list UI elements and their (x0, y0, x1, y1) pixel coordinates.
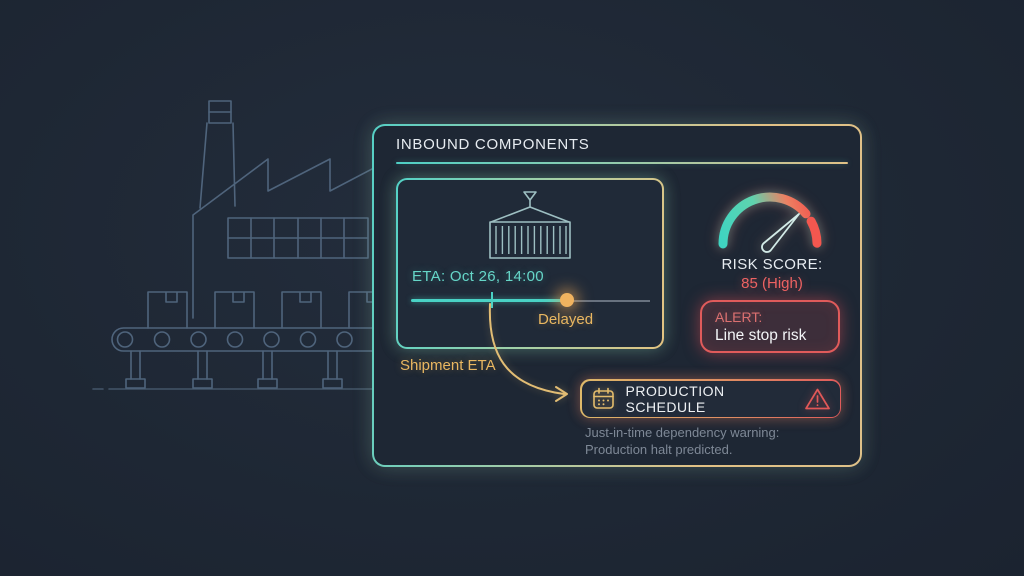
warning-triangle-icon (804, 388, 830, 409)
risk-score-block: RISK SCORE: 85 (High) (692, 255, 852, 293)
risk-score-value: 85 (High) (741, 275, 803, 292)
alert-heading: ALERT: (715, 309, 763, 325)
conveyor-belt (111, 327, 396, 352)
calendar-icon (592, 387, 614, 409)
panel-title: INBOUND COMPONENTS (396, 136, 590, 153)
gauge-arc-high-segment (806, 216, 822, 248)
production-schedule-button[interactable]: PRODUCTION SCHEDULE (580, 379, 841, 418)
gauge-needle (761, 213, 800, 253)
timeline-remaining-track (572, 299, 650, 302)
factory-roof (192, 158, 392, 319)
dependency-warning-note: Just-in-time dependency warning: Product… (585, 424, 779, 458)
risk-gauge (718, 192, 822, 253)
shipment-card-body: ETA: Oct 26, 14:00 Delayed (398, 180, 662, 347)
shipment-eta-caption: Shipment ETA (400, 357, 496, 374)
risk-score-label: RISK SCORE: (721, 256, 823, 273)
production-schedule-label: PRODUCTION SCHEDULE (625, 382, 725, 415)
production-schedule-body: PRODUCTION SCHEDULE (581, 380, 840, 417)
conveyor-legs (125, 350, 343, 389)
timeline-original-eta-tick (491, 292, 493, 308)
conveyor-boxes (147, 291, 389, 329)
dependency-warning-line2: Production halt predicted. (585, 442, 733, 457)
shipment-eta-text: ETA: Oct 26, 14:00 (412, 268, 544, 285)
panel-body: INBOUND COMPONENTS ETA: Oct 26, 14:00 (374, 126, 860, 465)
delayed-status-label: Delayed (538, 311, 594, 328)
timeline-delay-marker[interactable] (560, 293, 574, 307)
window-grid (227, 217, 369, 259)
dependency-arrow (488, 303, 568, 402)
shipping-container-icon (489, 191, 571, 259)
chimney (199, 100, 236, 209)
inbound-components-panel: INBOUND COMPONENTS ETA: Oct 26, 14:00 (372, 124, 862, 467)
gauge-arc-main (718, 192, 811, 249)
timeline-progress-bar (411, 299, 567, 302)
alert-box[interactable]: ALERT: Line stop risk (700, 300, 840, 353)
dependency-warning-line1: Just-in-time dependency warning: (585, 425, 780, 440)
shipment-card[interactable]: ETA: Oct 26, 14:00 Delayed (396, 178, 664, 349)
panel-title-underline (396, 162, 848, 164)
alert-message: Line stop risk (715, 327, 807, 344)
shipment-timeline[interactable] (398, 288, 662, 314)
